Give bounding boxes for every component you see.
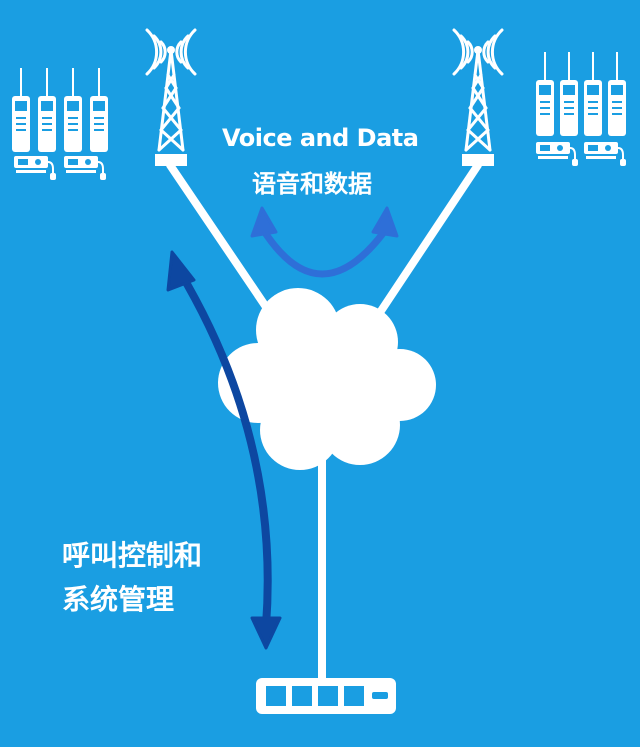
handheld-radio-icon: [12, 68, 30, 152]
call-control-label-line1: 呼叫控制和: [62, 539, 203, 572]
voice-data-label-zh: 语音和数据: [252, 170, 372, 198]
radio-tower-icon: [452, 28, 504, 166]
double-arrow-voice-icon: [250, 206, 399, 278]
handheld-radio-icon: [560, 52, 578, 136]
radio-group-left: [12, 68, 108, 180]
mobile-radio-icon: [536, 142, 578, 166]
handheld-radio-icon: [608, 52, 626, 136]
handheld-radio-icon: [536, 52, 554, 136]
handheld-radio-icon: [64, 68, 82, 152]
mobile-radio-icon: [64, 156, 106, 180]
handheld-radio-icon: [90, 68, 108, 152]
radio-group-right: [536, 52, 626, 166]
mobile-radio-icon: [14, 156, 56, 180]
handheld-radio-icon: [38, 68, 56, 152]
mobile-radio-icon: [584, 142, 626, 166]
double-arrow-control-icon: [166, 250, 282, 650]
voice-data-label-en: Voice and Data: [222, 124, 419, 152]
cloud-network-icon: [218, 288, 436, 470]
link-right-tower: [361, 161, 482, 339]
call-control-label-line2: 系统管理: [62, 583, 175, 616]
network-switch-icon: [256, 678, 396, 714]
radio-tower-icon: [145, 28, 197, 166]
handheld-radio-icon: [584, 52, 602, 136]
